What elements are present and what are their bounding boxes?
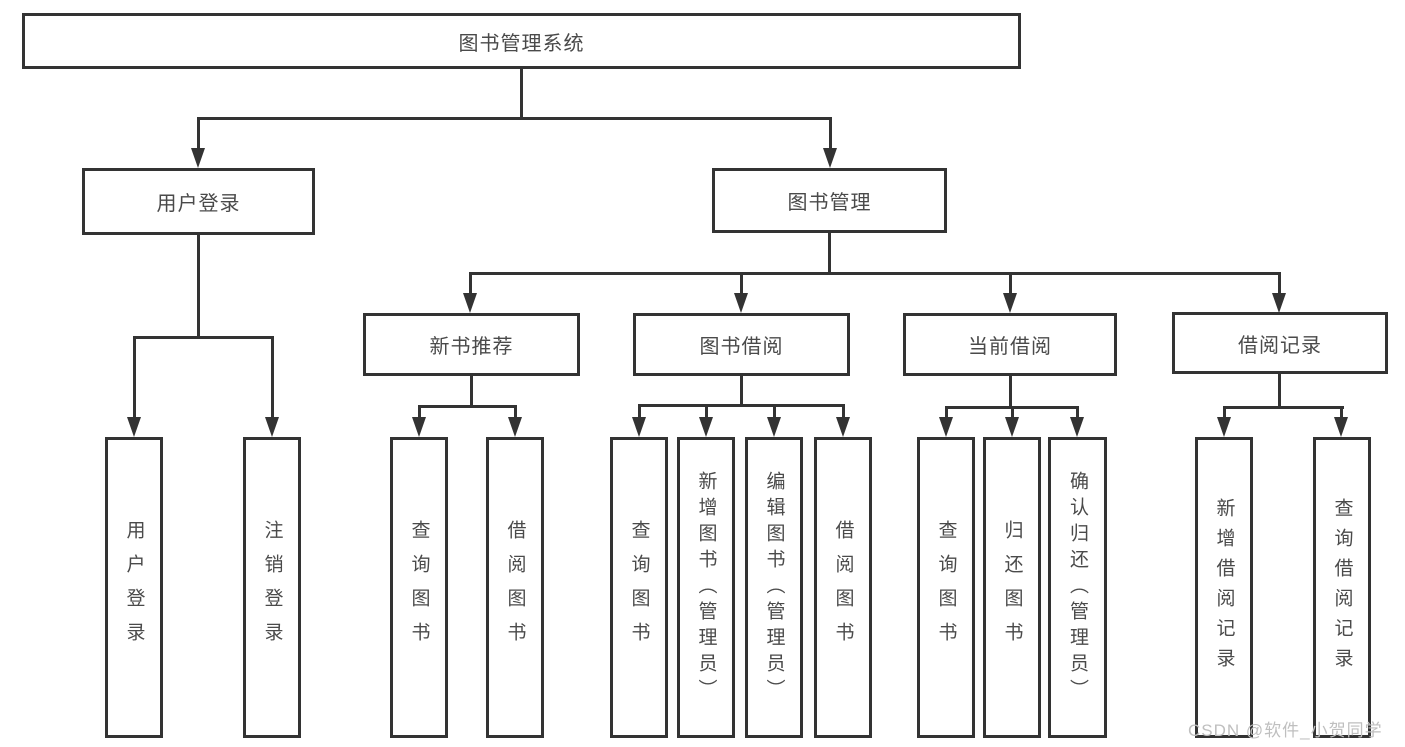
connector-segment [638, 404, 641, 420]
connector-segment [418, 405, 517, 408]
node-system-root: 图书管理系统 [22, 13, 1021, 69]
leaf-return-books: 归还图书 [983, 437, 1041, 738]
connector-segment [1011, 406, 1014, 420]
connector-segment [1223, 406, 1226, 420]
node-book-borrow: 图书借阅 [633, 313, 850, 376]
connector-segment [1009, 376, 1012, 408]
leaf-borrow-books-newrec: 借阅图书 [486, 437, 544, 738]
leaf-user-login: 用户登录 [105, 437, 163, 738]
connector-segment [418, 405, 421, 420]
arrow-down-icon [508, 417, 522, 437]
connector-segment [271, 336, 274, 420]
connector-segment [842, 404, 845, 420]
arrow-down-icon [412, 417, 426, 437]
arrow-down-icon [191, 148, 205, 168]
connector-segment [1076, 406, 1079, 420]
csdn-watermark: CSDN @软件_小贺同学 [1188, 721, 1383, 740]
node-new-book-recommend: 新书推荐 [363, 313, 580, 376]
arrow-down-icon [1334, 417, 1348, 437]
leaf-query-borrow-record: 查询借阅记录 [1313, 437, 1371, 738]
arrow-down-icon [1003, 293, 1017, 313]
connector-segment [514, 405, 517, 420]
arrow-down-icon [1005, 417, 1019, 437]
node-current-borrow: 当前借阅 [903, 313, 1117, 376]
leaf-borrow-books-borrow: 借阅图书 [814, 437, 872, 738]
connector-segment [828, 233, 831, 275]
arrow-down-icon [699, 417, 713, 437]
arrow-down-icon [823, 148, 837, 168]
connector-segment [133, 336, 136, 420]
arrow-down-icon [127, 417, 141, 437]
connector-segment [197, 117, 831, 120]
leaf-confirm-return-admin: 确认归还（管理员） [1048, 437, 1107, 738]
connector-segment [469, 272, 472, 296]
connector-segment [133, 336, 274, 339]
connector-segment [470, 376, 473, 408]
leaf-query-books-current: 查询图书 [917, 437, 975, 738]
connector-segment [197, 117, 200, 150]
arrow-down-icon [767, 417, 781, 437]
arrow-down-icon [463, 293, 477, 313]
arrow-down-icon [1217, 417, 1231, 437]
node-borrow-records: 借阅记录 [1172, 312, 1388, 374]
leaf-edit-book-admin: 编辑图书（管理员） [745, 437, 803, 738]
connector-segment [1278, 374, 1281, 408]
connector-segment [740, 376, 743, 407]
leaf-logout: 注销登录 [243, 437, 301, 738]
arrow-down-icon [1272, 293, 1286, 313]
connector-segment [945, 406, 948, 420]
leaf-add-book-admin: 新增图书（管理员） [677, 437, 735, 738]
leaf-query-books-borrow: 查询图书 [610, 437, 668, 738]
connector-segment [1340, 406, 1343, 420]
connector-segment [469, 272, 1281, 275]
connector-segment [638, 404, 845, 407]
arrow-down-icon [632, 417, 646, 437]
connector-segment [520, 69, 523, 118]
arrow-down-icon [1070, 417, 1084, 437]
arrow-down-icon [836, 417, 850, 437]
connector-segment [1278, 272, 1281, 296]
connector-segment [1009, 272, 1012, 296]
node-user-login: 用户登录 [82, 168, 315, 235]
leaf-add-borrow-record: 新增借阅记录 [1195, 437, 1253, 738]
connector-segment [705, 404, 708, 420]
leaf-query-books-newrec: 查询图书 [390, 437, 448, 738]
connector-segment [829, 117, 832, 150]
connector-segment [740, 272, 743, 296]
connector-segment [197, 235, 200, 337]
arrow-down-icon [734, 293, 748, 313]
connector-segment [1223, 406, 1344, 409]
arrow-down-icon [265, 417, 279, 437]
arrow-down-icon [939, 417, 953, 437]
node-book-management: 图书管理 [712, 168, 947, 233]
connector-segment [773, 404, 776, 420]
